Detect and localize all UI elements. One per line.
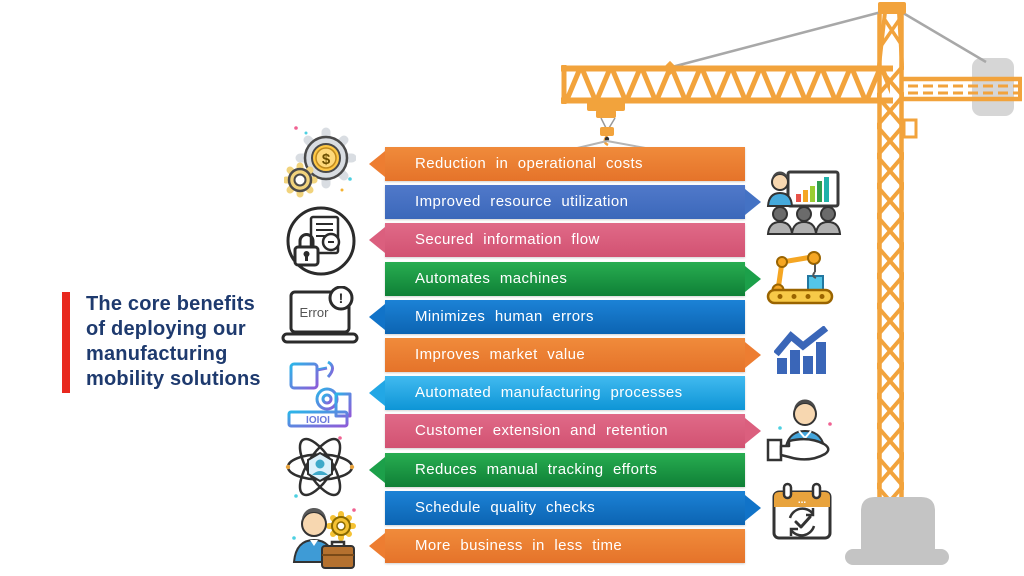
crane-base [845,497,949,565]
benefit-banner: Minimizes human errors [385,300,745,334]
svg-text:$: $ [322,151,331,168]
benefit-banner: Schedule quality checks [385,491,745,525]
atom-person-icon [282,430,358,509]
benefit-label: Minimizes human errors [415,308,594,325]
benefit-banner: Customer extension and retention [385,414,745,448]
secured-document-icon [283,203,359,284]
banner-stack: Reduction in operational costs Improved … [369,147,761,565]
benefit-label: Reduces manual tracking efforts [415,461,658,478]
benefit-label: Improves market value [415,346,586,363]
benefit-banner: Improved resource utilization [385,185,745,219]
automation-machine-icon: IOIOI [283,356,359,437]
svg-text:...: ... [798,495,807,506]
calendar-sync-icon: ... [770,482,834,549]
crane-cables [667,8,987,70]
benefit-banner: Automates machines [385,262,745,296]
crane-hook [572,100,652,150]
benefit-banner: Improves market value [385,338,745,372]
customer-care-icon [766,398,842,473]
benefit-label: Automates machines [415,270,568,287]
benefit-label: More business in less time [415,537,623,554]
robot-arm-icon [764,246,840,315]
market-growth-icon [773,325,834,381]
error-laptop-icon: Error ! [281,285,363,359]
crane-counter-jib [903,76,1022,102]
benefit-label: Secured information flow [415,231,600,248]
benefit-banner: Secured information flow [385,223,745,257]
svg-text:Error: Error [300,305,330,320]
red-accent-bar [62,292,70,393]
benefit-banner: Automated manufacturing processes [385,376,745,410]
businessman-gear-icon [284,502,364,576]
cost-gears-icon: $ [282,124,357,205]
benefit-label: Schedule quality checks [415,499,596,516]
crane-jib [561,60,893,104]
benefit-banner: Reduces manual tracking efforts [385,453,745,487]
crane-mast [877,2,918,508]
benefit-label: Reduction in operational costs [415,155,643,172]
presentation-icon [766,168,842,241]
page-title: The core benefits of deploying our manuf… [86,293,261,390]
benefit-label: Automated manufacturing processes [415,384,683,401]
benefit-banner: Reduction in operational costs [385,147,745,181]
svg-text:IOIOI: IOIOI [306,415,330,426]
benefit-label: Customer extension and retention [415,422,668,439]
benefit-label: Improved resource utilization [415,193,629,210]
title-block: The core benefits of deploying our manuf… [62,292,296,393]
benefit-banner: More business in less time [385,529,745,563]
svg-text:!: ! [339,290,344,306]
